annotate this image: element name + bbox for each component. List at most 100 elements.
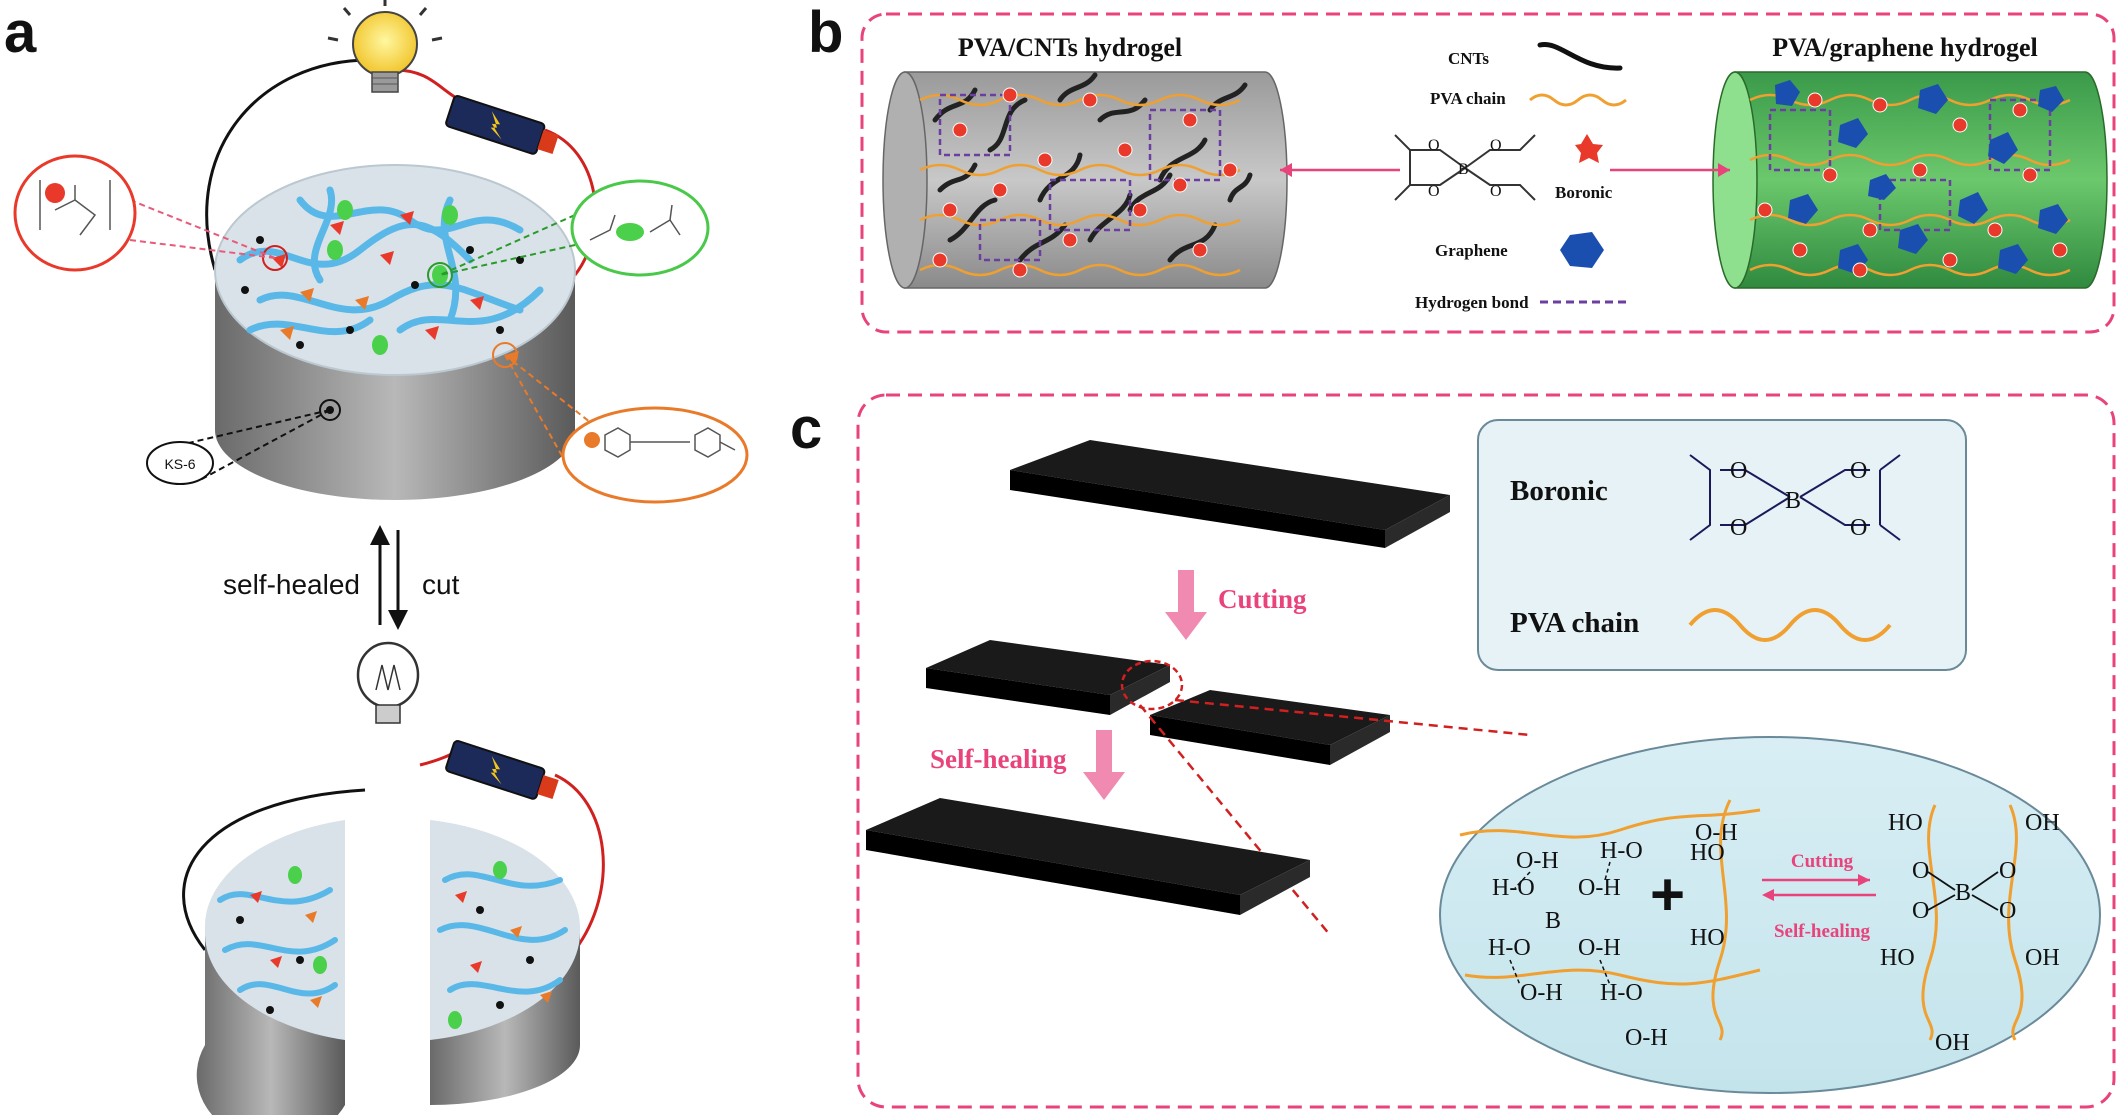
legend-pva-chain-swatch [1529,93,1627,107]
callout-ks6: KS-6 [146,441,214,485]
hydrogel-block-left-half [926,640,1170,715]
hydrogel-block-healed [866,798,1310,915]
highlight-red-circle [262,245,288,271]
boron-symbol: B [1458,161,1469,178]
battery-bottom-icon [445,740,559,800]
oh-group: OH [2025,945,2060,971]
cnts-hydrogel-cylinder [882,71,1288,289]
panel-c-frame [856,393,2116,1109]
legend-boronic-swatch [1575,134,1603,163]
b-atom: B [1785,488,1801,514]
legend-graphene-swatch [1560,232,1604,268]
self-heal-cut-arrows: self-healed cut [223,525,460,630]
b-atom: B [1955,880,1971,906]
panel-a: a [4,0,749,1115]
cut-label: cut [422,569,460,600]
panel-c-legend-box: Boronic O O O O B PVA chain [1477,419,1967,671]
ho-group: HO [1880,945,1915,971]
o-atom: O [1850,458,1867,484]
oh-group: H-O [1600,838,1643,864]
self-healing-label: Self-healing [930,744,1067,774]
cutting-arrow: Cutting [1165,570,1307,640]
light-bulb-off-icon [356,641,420,724]
panel-label-b: b [808,0,843,65]
oh-group: O-H [1625,1025,1668,1051]
battery-top-icon [445,95,559,155]
right-product-labels: HO OH O O B O O HO OH OH [1880,810,2060,1056]
highlight-orange-circle [492,342,518,368]
mechanism-zoom-ellipse: O-H H-O O-H H-O O-H H-O O-H B O-H H-O O-… [1439,736,2101,1094]
o-atom: O [1999,858,2016,884]
o-atom: O [1912,898,1929,924]
circuit-wire-red-bottom-right [554,773,605,951]
svg-text:O: O [1490,137,1502,154]
legend-hydrogen-bond-label: Hydrogen bond [1415,293,1529,312]
o-atom: O [1730,458,1747,484]
oh-group: O-H [1516,848,1559,874]
panel-b-legend: CNTs PVA chain O O O O B Boronic Graphene [1280,41,1730,312]
o-atom: O [1850,515,1867,541]
eq-cutting-label: Cutting [1791,851,1854,872]
o-atom: O [1730,515,1747,541]
legend-cnts-swatch [1537,41,1623,71]
eq-self-healing-label: Self-healing [1774,921,1871,942]
panel-b-frame [860,12,2116,334]
oh-group: O-H [1520,980,1563,1006]
legend-c-pva-swatch [1688,608,1892,642]
ho-group: HO [1690,840,1725,866]
panel-c: c Cutting [790,393,2116,1109]
b-atom: B [1545,908,1561,934]
oh-group: H-O [1600,980,1643,1006]
oh-group: OH [1935,1030,1970,1056]
legend-c-boronic-label: Boronic [1510,475,1608,507]
oh-group: H-O [1488,935,1531,961]
highlight-black-circle [319,399,341,421]
hydrogel-disk-cut [196,820,581,1115]
self-healing-arrow: Self-healing [930,730,1125,800]
svg-text:O: O [1428,183,1440,200]
legend-boronic-label: Boronic [1555,183,1613,202]
o-atom: O [1912,858,1929,884]
oh-group: O-H [1578,875,1621,901]
plus-sign: + [1650,861,1685,928]
circuit-wire-black-bottom [182,788,366,951]
legend-cnts-label: CNTs [1448,49,1489,68]
callout-red-molecule [13,154,137,272]
cones-top [272,200,519,365]
hydrogel-disk-top [214,164,576,500]
callout-orange-molecule [561,406,749,504]
circuit-wire-red-top [394,68,461,102]
o-atom: O [1999,898,2016,924]
circuit-wire-black-top [205,58,371,271]
oh-group: O-H [1578,935,1621,961]
svg-text:O: O [1428,137,1440,154]
ho-group: HO [1888,810,1923,836]
equilibrium-arrows: Cutting Self-healing [1762,851,1876,942]
legend-graphene-label: Graphene [1435,241,1508,260]
oh-group: O-H [1695,820,1738,846]
dots-top [241,236,524,349]
legend-c-pva-label: PVA chain [1510,607,1639,639]
hydrogel-block-top [1010,440,1450,548]
ks6-label: KS-6 [164,456,195,472]
svg-text:O: O [1490,183,1502,200]
pva-graphene-title: PVA/graphene hydrogel [1772,33,2038,62]
self-healed-label: self-healed [223,569,360,600]
pva-cnts-title: PVA/CNTs hydrogel [958,33,1182,62]
ho-group: HO [1690,925,1725,951]
graphene-hydrogel-cylinder [1712,71,2108,289]
cutting-label: Cutting [1218,584,1307,614]
boronic-structure [1394,134,1536,201]
panel-label-a: a [4,0,37,65]
hydrogel-block-right-half [1150,690,1390,765]
callout-green-molecule [570,179,710,277]
oh-group: OH [2025,810,2060,836]
highlight-green-circle [427,262,453,288]
left-network-labels: O-H H-O O-H H-O O-H H-O O-H B O-H H-O O-… [1488,820,1738,1051]
panel-label-c: c [790,396,822,461]
cut-zoom-circle [1120,659,1184,711]
light-bulb-on-icon [327,0,443,93]
legend-pva-chain-label: PVA chain [1430,89,1506,108]
panel-b: b PVA/CNTs hydrogel PVA/graphene hydroge… [808,0,2116,334]
